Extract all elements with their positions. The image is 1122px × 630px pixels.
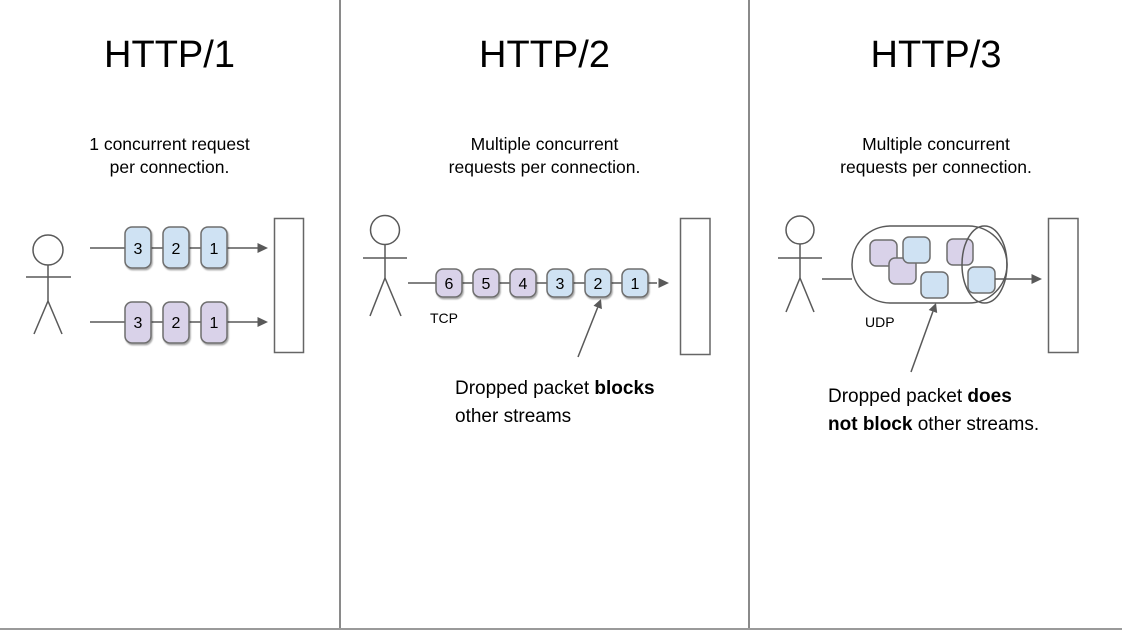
http1-stream1-arrowhead xyxy=(257,243,268,253)
panel-http1: HTTP/1 1 concurrent request per connecti… xyxy=(0,0,339,630)
packet-number: 1 xyxy=(631,276,640,293)
packet-box xyxy=(509,268,537,298)
packet-number: 3 xyxy=(556,276,565,293)
http2-connection-arrowhead xyxy=(658,278,669,288)
packet-number: 1 xyxy=(210,315,219,332)
http3-packets xyxy=(869,225,1008,304)
http2-caption-pre: Dropped packet xyxy=(455,378,595,399)
http1-subtitle: 1 concurrent request per connection. xyxy=(89,134,250,177)
panel-divider-left xyxy=(339,0,341,630)
packet-box xyxy=(124,301,152,344)
packet-box xyxy=(546,268,574,298)
packet-number: 5 xyxy=(482,276,491,293)
http3-dropped-packet-pointer-line xyxy=(910,311,934,373)
http1-stream2-arrowhead xyxy=(257,317,268,327)
http3-exit-arrowhead xyxy=(1031,274,1042,284)
bottom-edge-line xyxy=(0,628,1122,630)
packet-number: 4 xyxy=(519,276,528,293)
http3-dropped-packet-pointer-arrowhead xyxy=(928,303,938,313)
http2-dropped-packet-pointer-arrowhead xyxy=(593,299,602,310)
packet-number: 2 xyxy=(172,315,181,332)
packet-number: 1 xyxy=(210,241,219,258)
packet-number: 2 xyxy=(594,276,603,293)
http1-stream2-packets: 3 2 1 xyxy=(124,301,228,344)
http2-server-box xyxy=(679,217,711,356)
http2-caption-post: other streams xyxy=(455,405,572,427)
panel-http2: HTTP/2 Multiple concurrent requests per … xyxy=(341,0,748,630)
http2-protocol-label: TCP xyxy=(430,310,458,326)
packet-box xyxy=(200,301,228,344)
packet-box xyxy=(621,268,649,298)
packet-box xyxy=(584,268,612,298)
http3-caption-pre: Dropped packet xyxy=(828,386,968,407)
http1-stream1-packets: 3 2 1 xyxy=(124,226,228,269)
http1-title: HTTP/1 xyxy=(104,34,235,76)
http1-server-box xyxy=(273,217,305,354)
packet-number: 3 xyxy=(134,241,143,258)
packet-box xyxy=(946,238,974,266)
packet-box xyxy=(472,268,500,298)
http2-subtitle: Multiple concurrent requests per connect… xyxy=(448,134,641,177)
packet-number: 2 xyxy=(172,241,181,258)
http3-subtitle: Multiple concurrent requests per connect… xyxy=(840,134,1032,177)
http3-dropped-packet-caption: Dropped packet does not block other stre… xyxy=(828,383,1042,438)
http3-client-stick-figure xyxy=(778,215,822,313)
packet-box xyxy=(920,271,949,299)
http2-dropped-packet-pointer-line xyxy=(577,307,599,358)
http3-caption-bold: does not block xyxy=(828,386,1012,435)
http2-title: HTTP/2 xyxy=(479,34,610,76)
packet-box xyxy=(162,226,190,269)
packet-number: 3 xyxy=(134,315,143,332)
http2-caption-bold: blocks xyxy=(594,378,655,399)
http3-tube-end-ellipse xyxy=(961,225,1008,304)
packet-box xyxy=(162,301,190,344)
packet-box xyxy=(124,226,152,269)
http3-title: HTTP/3 xyxy=(870,34,1002,76)
packet-box xyxy=(200,226,228,269)
http3-server-box xyxy=(1047,217,1079,354)
packet-number: 6 xyxy=(445,276,454,293)
http3-caption-post: other streams. xyxy=(912,413,1040,435)
http2-client-stick-figure xyxy=(363,214,407,317)
panel-http3: HTTP/3 Multiple concurrent requests per … xyxy=(750,0,1122,630)
packet-box xyxy=(902,236,931,264)
packet-box xyxy=(967,266,996,294)
panel-divider-right xyxy=(748,0,750,630)
http1-client-stick-figure xyxy=(26,234,71,335)
packet-box xyxy=(435,268,463,298)
http2-dropped-packet-caption: Dropped packet blocks other streams xyxy=(455,375,663,430)
http3-protocol-label: UDP xyxy=(865,314,895,330)
http2-packets: 6 5 4 3 2 1 xyxy=(435,268,649,298)
